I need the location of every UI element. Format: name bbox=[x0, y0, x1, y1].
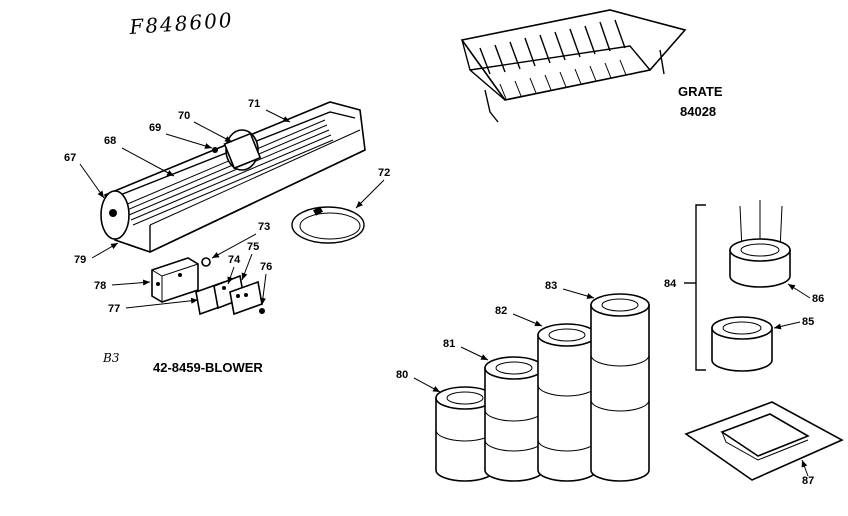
callout-73: 73 bbox=[258, 221, 270, 233]
callout-79: 79 bbox=[74, 254, 86, 266]
screw-73 bbox=[201, 257, 211, 267]
callout-68: 68 bbox=[104, 135, 116, 147]
grate-leg-rear bbox=[659, 49, 665, 75]
bracket-84 bbox=[684, 204, 706, 371]
callout-85: 85 bbox=[802, 316, 814, 328]
callout-78: 78 bbox=[94, 280, 106, 292]
handwritten-code: F848600 bbox=[128, 8, 235, 39]
callout-80: 80 bbox=[396, 369, 408, 381]
blower-callouts: 67 68 69 70 71 72 73 75 74 76 78 77 79 bbox=[64, 98, 390, 315]
blower-wheel-fins bbox=[124, 119, 334, 226]
callout-70: 70 bbox=[178, 110, 190, 122]
callout-74: 74 bbox=[228, 254, 241, 266]
part-87 bbox=[684, 401, 844, 481]
grate-slots bbox=[479, 19, 626, 75]
switch-plates bbox=[195, 274, 263, 316]
callout-83: 83 bbox=[545, 280, 557, 292]
blower-assembly bbox=[100, 101, 366, 253]
log-81 bbox=[484, 356, 544, 482]
sheet-note: B3 bbox=[102, 351, 120, 365]
callout-87: 87 bbox=[802, 475, 814, 487]
callout-75: 75 bbox=[247, 241, 259, 253]
log-82 bbox=[537, 323, 597, 482]
callout-77: 77 bbox=[108, 303, 120, 315]
callout-69: 69 bbox=[149, 122, 161, 134]
end-cap-hub bbox=[109, 209, 117, 217]
screw-76 bbox=[259, 308, 265, 314]
switch-box bbox=[151, 257, 199, 303]
part-85 bbox=[711, 316, 773, 372]
log-83 bbox=[590, 293, 650, 482]
grate-drawing bbox=[460, 9, 687, 123]
callout-84: 84 bbox=[664, 278, 677, 290]
log-80 bbox=[435, 386, 495, 482]
callout-76: 76 bbox=[260, 261, 272, 273]
grate-title: GRATE bbox=[678, 84, 723, 99]
grate-leg-front bbox=[484, 89, 499, 123]
blower-housing bbox=[104, 101, 366, 253]
callout-82: 82 bbox=[495, 305, 507, 317]
callout-81: 81 bbox=[443, 338, 455, 350]
callout-86: 86 bbox=[812, 293, 824, 305]
motor-bolt bbox=[212, 147, 218, 153]
part-86 bbox=[729, 200, 791, 288]
grate-front-bars bbox=[499, 59, 627, 100]
grate-number: 84028 bbox=[680, 104, 716, 119]
blower-title: 42-8459-BLOWER bbox=[153, 360, 263, 375]
callout-71: 71 bbox=[248, 98, 260, 110]
log-callouts: 80 81 82 83 bbox=[396, 280, 595, 393]
power-cord bbox=[291, 206, 365, 244]
callout-72: 72 bbox=[378, 167, 390, 179]
callout-67: 67 bbox=[64, 152, 76, 164]
